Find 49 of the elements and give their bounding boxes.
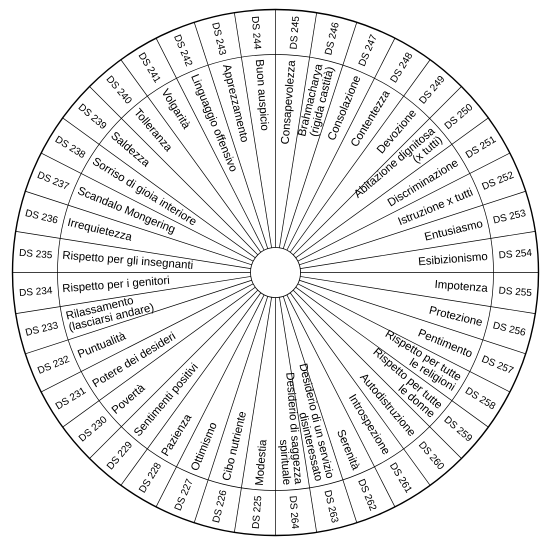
sector-code: DS 247 xyxy=(358,34,376,66)
sector-code: DS 244 xyxy=(252,16,262,50)
sector-code: DS 254 xyxy=(499,249,532,258)
sector-code: DS 248 xyxy=(390,52,412,83)
sector-code: DS 231 xyxy=(55,388,86,410)
sector-code: DS 246 xyxy=(324,22,338,55)
sector-code: DS 264 xyxy=(290,496,299,529)
sector-code: DS 227 xyxy=(174,478,192,511)
sector-code: DS 259 xyxy=(444,416,472,441)
sector-code: DS 230 xyxy=(78,416,106,442)
sector-code: DS 249 xyxy=(418,76,444,104)
sector-label: Consapevolezza xyxy=(280,60,296,144)
sector-code: DS 229 xyxy=(106,442,132,470)
sector-code: DS 236 xyxy=(25,209,58,224)
sector-code: DS 255 xyxy=(499,286,532,296)
sector-code: DS 261 xyxy=(390,462,412,494)
sector-code: DS 233 xyxy=(25,322,58,336)
sector-code: DS 252 xyxy=(482,172,514,190)
sector-code: DS 257 xyxy=(482,355,514,373)
sector-code: DS 235 xyxy=(20,248,52,258)
sector-code: DS 251 xyxy=(465,136,496,158)
sector-code: DS 238 xyxy=(55,136,86,158)
sector-code: DS 250 xyxy=(444,104,472,130)
sector-code: DS 253 xyxy=(493,210,526,224)
sector-code: DS 245 xyxy=(290,16,299,49)
sector-code: DS 260 xyxy=(418,441,444,470)
sector-label: Impotenza xyxy=(435,280,488,292)
sector-code: DS 243 xyxy=(212,22,226,55)
sector-code: DS 239 xyxy=(78,103,106,128)
sector-code: DS 232 xyxy=(37,356,70,374)
sector-label: Rispetto per i genitori xyxy=(62,276,170,294)
sector-label: Modestia xyxy=(255,440,266,486)
sector-code: DS 228 xyxy=(138,462,161,493)
sector-label: Rispetto per gli insegnanti xyxy=(63,250,193,270)
sector-code: DS 241 xyxy=(138,52,160,84)
sector-label: Cibo nutriente xyxy=(222,412,246,480)
sector-code: DS 258 xyxy=(465,386,496,409)
sector-code: DS 263 xyxy=(324,490,338,523)
sector-code: DS 237 xyxy=(37,171,70,189)
sector-code: DS 262 xyxy=(358,478,376,511)
sector-code: DS 234 xyxy=(20,286,52,296)
sector-code: DS 256 xyxy=(493,322,526,336)
sector-code: DS 225 xyxy=(252,496,262,528)
sector-code: DS 226 xyxy=(212,490,226,523)
sector-label: Desiderio di saggezza spirituale xyxy=(278,372,301,485)
sector-label: Esibizionismo xyxy=(418,253,488,266)
sector-code: DS 242 xyxy=(174,34,192,67)
sector-code: DS 240 xyxy=(106,75,132,104)
sector-label: Buon auspicio xyxy=(256,60,270,130)
